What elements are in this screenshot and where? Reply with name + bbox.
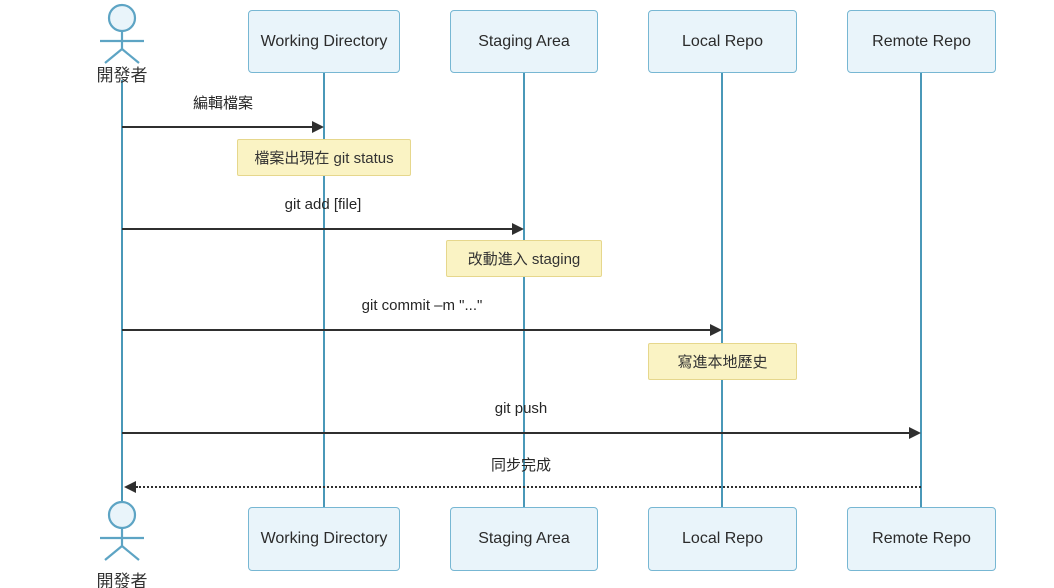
participant-label: Local Repo xyxy=(682,32,763,50)
participant-box-local-repo-bottom: Local Repo xyxy=(648,507,797,571)
message-arrow-git-push xyxy=(122,432,909,434)
lifeline-remote-repo xyxy=(920,73,922,507)
participant-label: Working Directory xyxy=(260,32,388,50)
arrowhead-icon xyxy=(909,427,921,439)
lifeline-staging-area xyxy=(523,73,525,507)
note-staging: 改動進入 staging xyxy=(446,240,602,277)
developer-actor-icon-top xyxy=(100,3,144,64)
actor-head xyxy=(107,500,137,530)
actor-leg-right xyxy=(121,545,140,561)
participant-label: Remote Repo xyxy=(872,32,971,50)
actor-leg-right xyxy=(121,48,140,64)
actor-head xyxy=(107,3,137,33)
participant-box-local-repo-top: Local Repo xyxy=(648,10,797,73)
participant-box-staging-area-bottom: Staging Area xyxy=(450,507,598,571)
arrowhead-icon xyxy=(710,324,722,336)
participant-label: Remote Repo xyxy=(872,530,971,547)
message-arrow-sync-complete xyxy=(136,486,921,488)
message-label-sync-complete: 同步完成 xyxy=(490,457,552,474)
participant-box-staging-area-top: Staging Area xyxy=(450,10,598,73)
lifeline-working-directory xyxy=(323,73,325,507)
message-arrow-edit-file xyxy=(122,126,312,128)
actor-label-top: 開發者 xyxy=(96,66,148,85)
note-local-history: 寫進本地歷史 xyxy=(648,343,797,380)
note-text: 檔案出現在 git status xyxy=(254,150,394,167)
actor-leg-left xyxy=(104,48,123,64)
arrowhead-icon xyxy=(124,481,136,493)
note-text: 改動進入 staging xyxy=(467,251,581,268)
arrowhead-icon xyxy=(312,121,324,133)
participant-label: Staging Area xyxy=(478,530,570,547)
arrowhead-icon xyxy=(512,223,524,235)
lifeline-developer xyxy=(121,80,123,502)
message-arrow-git-commit xyxy=(122,329,710,331)
participant-label: Staging Area xyxy=(478,32,570,50)
message-label-edit-file: 編輯檔案 xyxy=(192,95,254,112)
participant-box-working-directory-bottom: Working Directory xyxy=(248,507,400,571)
message-label-git-add: git add [file] xyxy=(284,196,362,213)
actor-leg-left xyxy=(104,545,123,561)
message-label-git-push: git push xyxy=(494,400,548,417)
participant-box-working-directory-top: Working Directory xyxy=(248,10,400,73)
actor-label-bottom: 開發者 xyxy=(96,572,148,588)
developer-actor-icon-bottom xyxy=(100,500,144,561)
participant-box-remote-repo-top: Remote Repo xyxy=(847,10,996,73)
participant-label: Working Directory xyxy=(260,530,388,547)
note-text: 寫進本地歷史 xyxy=(677,354,768,371)
participant-box-remote-repo-bottom: Remote Repo xyxy=(847,507,996,571)
message-label-git-commit: git commit –m "..." xyxy=(361,297,483,314)
note-git-status: 檔案出現在 git status xyxy=(237,139,411,176)
participant-label: Local Repo xyxy=(682,530,763,547)
message-arrow-git-add xyxy=(122,228,512,230)
lifeline-local-repo xyxy=(721,73,723,507)
